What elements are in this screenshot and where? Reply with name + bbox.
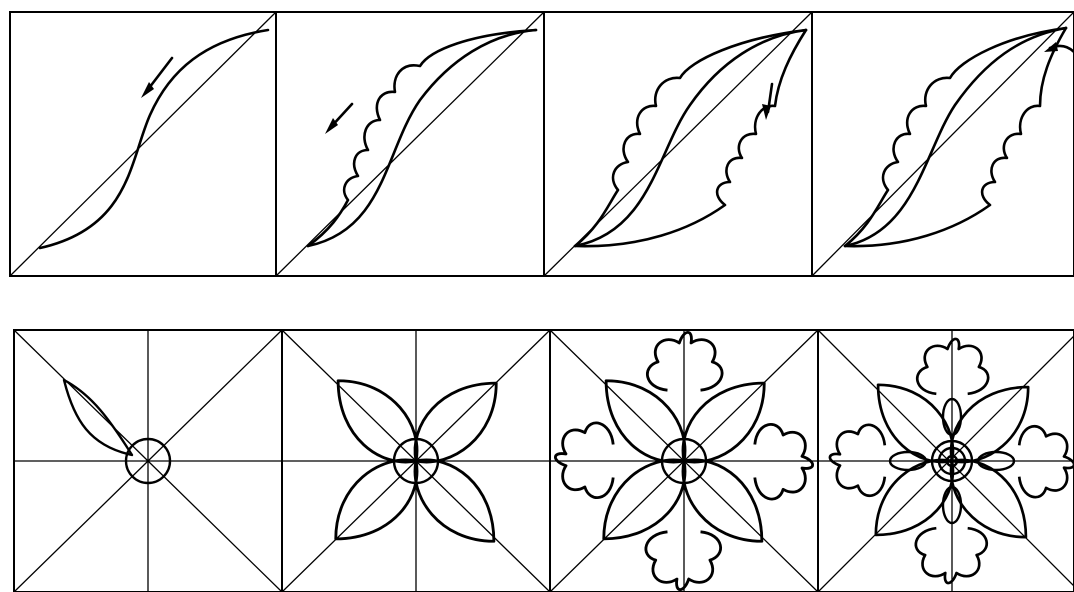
rosette-panel-1 (14, 330, 282, 592)
leaf-panel-3 (544, 12, 812, 276)
leaf-panel-1 (10, 12, 276, 276)
leaf-steps-row (10, 12, 1074, 276)
leaf-panel-2 (276, 12, 544, 276)
rosette-steps-row (14, 330, 1074, 592)
rosette-panel-4 (818, 330, 1074, 592)
rosette-panel-3 (550, 330, 818, 592)
leaf-panel-4 (812, 12, 1074, 276)
rosette-panel-2 (282, 330, 550, 592)
